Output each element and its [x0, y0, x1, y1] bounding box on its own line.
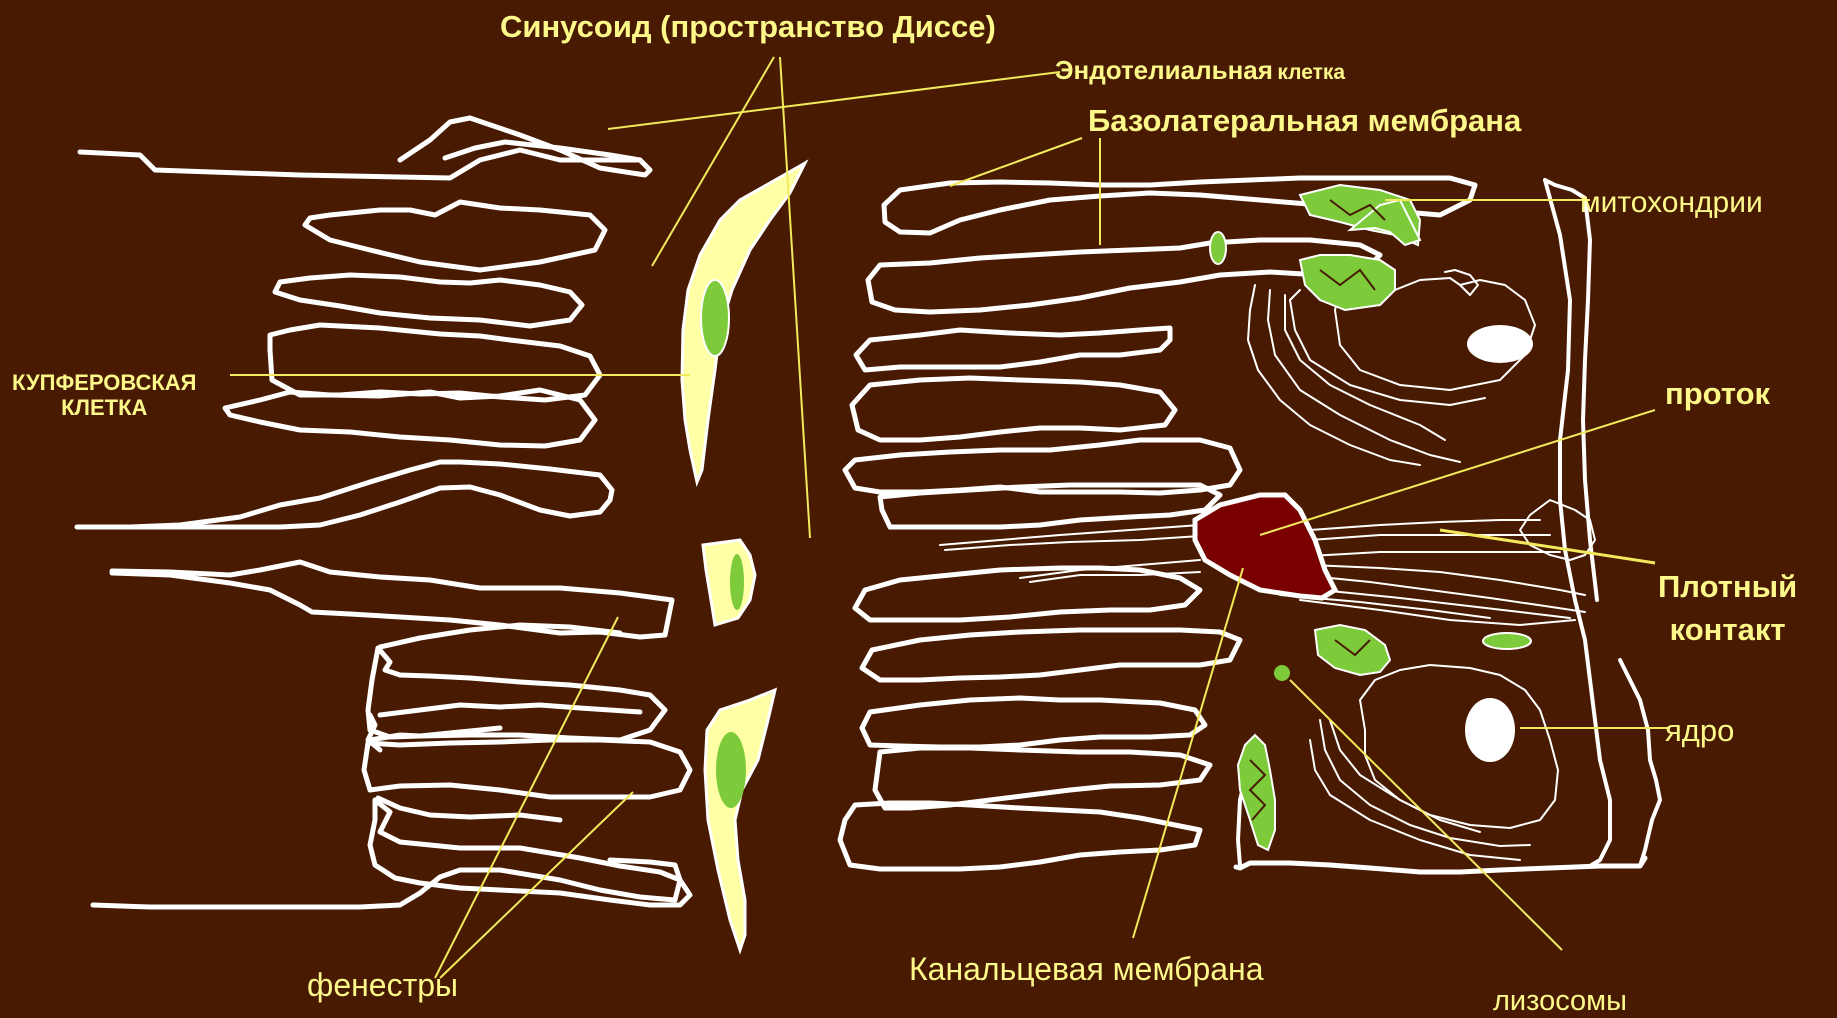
kupffer-nucleus-lower [716, 732, 746, 808]
label-sinusoid: Синусоид (пространство Диссе) [500, 9, 996, 45]
mitochondrion-6 [1210, 232, 1226, 264]
nucleus-lower [1465, 698, 1515, 762]
lysosome [1274, 665, 1290, 681]
label-tight-junction: Плотный контакт [1658, 566, 1797, 652]
label-duct: проток [1665, 376, 1770, 412]
label-tight-line1: Плотный [1658, 566, 1797, 609]
nucleus-upper [1467, 325, 1533, 363]
label-kupffer-line2: КЛЕТКА [12, 395, 197, 420]
label-lysosomes: лизосомы [1493, 985, 1627, 1018]
mitochondrion-5 [1483, 633, 1531, 649]
label-basolateral-membrane: Базолатеральная мембрана [1088, 103, 1521, 139]
label-canalicular-membrane: Канальцевая мембрана [909, 951, 1264, 988]
label-nucleus: ядро [1665, 713, 1734, 749]
label-kupffer-line1: КУПФЕРОВСКАЯ [12, 370, 197, 395]
label-endothelial-cell: Эндотелиальная клетка [1055, 56, 1345, 86]
label-tight-line2: контакт [1658, 609, 1797, 652]
label-endothelial-main: Эндотелиальная [1055, 55, 1273, 85]
label-kupffer-cell: КУПФЕРОВСКАЯ КЛЕТКА [12, 370, 197, 421]
label-endothelial-small: клетка [1277, 61, 1345, 84]
kupffer-nucleus-middle [730, 554, 744, 610]
label-fenestrae: фенестры [307, 967, 458, 1004]
kupffer-nucleus-upper [701, 280, 729, 356]
label-mitochondria: митохондрии [1580, 186, 1763, 221]
